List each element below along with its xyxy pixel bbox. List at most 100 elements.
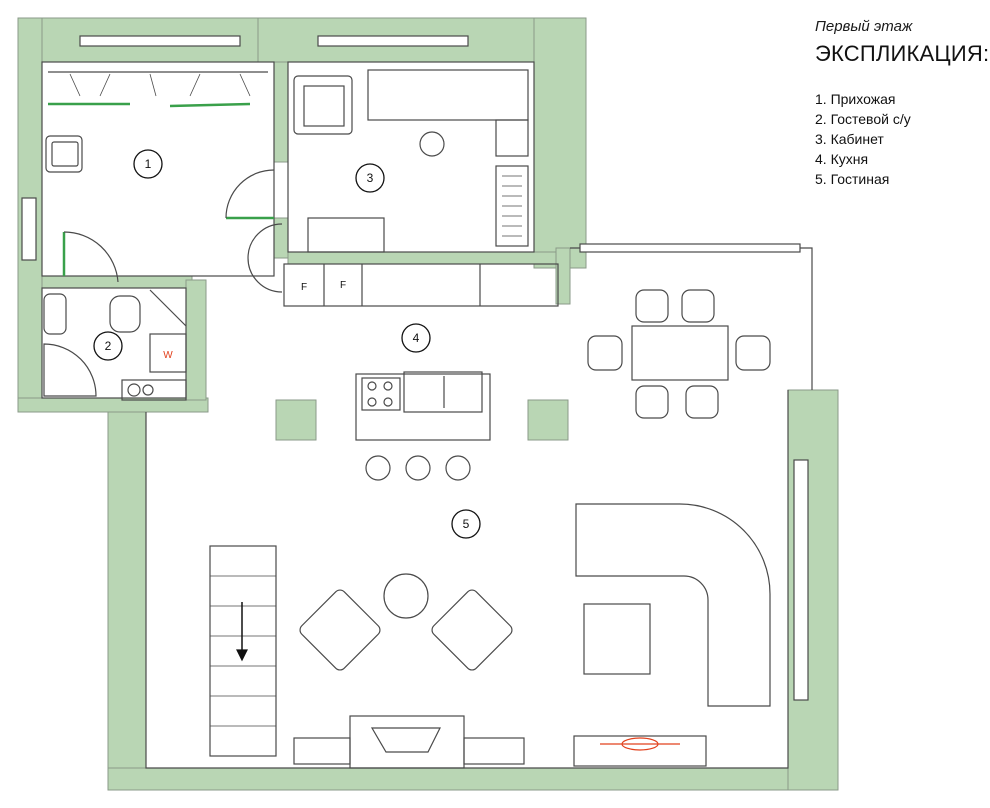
- door-swing-bath: [63, 231, 119, 283]
- burner-b: [142, 384, 154, 396]
- burner-a: [127, 383, 141, 397]
- kitchen-counter: [283, 263, 559, 307]
- room-marker-2: 2: [105, 339, 112, 353]
- boiler: [149, 333, 187, 373]
- door-swing-kitchen: [247, 223, 283, 293]
- dining-set: [587, 289, 771, 419]
- room-marker-5: 5: [463, 517, 470, 531]
- hob-burner-3: [367, 397, 377, 407]
- door-swing-office: [225, 169, 275, 219]
- boiler-label: W: [163, 350, 173, 361]
- window-3: [793, 459, 809, 701]
- entry-furniture: [45, 71, 268, 173]
- room-marker-5-circle: [451, 509, 481, 539]
- explication-legend: Первый этаж ЭКСПЛИКАЦИЯ: 1. Прихожая 2. …: [815, 18, 990, 189]
- island-sink: [403, 371, 483, 413]
- hob-burner-4: [383, 397, 393, 407]
- room-outline-office: [287, 61, 535, 253]
- stair-treads: [210, 575, 276, 727]
- lounge-chair-left: [299, 589, 381, 671]
- room-list: 1. Прихожая 2. Гостевой с/у 3. Кабинет 4…: [815, 89, 985, 189]
- kitchen-island: [355, 373, 491, 441]
- room-marker-2-circle: [93, 331, 123, 361]
- wall-line-bay: [570, 247, 813, 390]
- walls: [17, 17, 839, 791]
- toilet: [109, 295, 141, 333]
- dining-chair-2: [681, 289, 715, 323]
- bath-fixtures: [43, 289, 187, 401]
- dining-chair-5: [587, 335, 623, 371]
- shower-tray: [43, 343, 97, 397]
- armchair-entry-seat: [51, 141, 79, 167]
- office-cabinet: [307, 217, 385, 253]
- hob-burner-2: [383, 381, 393, 391]
- coffee-table-round: [383, 573, 429, 619]
- wall-bottom: [107, 767, 839, 791]
- office-furniture: [293, 69, 529, 253]
- fridge-label-2: F: [340, 280, 346, 291]
- room-marker-3: 3: [367, 171, 374, 185]
- wall-office-bottom: [287, 251, 569, 265]
- lounge-chair-right: [431, 589, 513, 671]
- wardrobe-door-2: [169, 102, 251, 108]
- bath-sink: [43, 293, 67, 335]
- office-chair: [419, 131, 445, 157]
- dining-table: [631, 325, 729, 381]
- dining-chair-6: [735, 335, 771, 371]
- window-left: [21, 197, 37, 261]
- room-marker-1-circle: [133, 149, 163, 179]
- island-hob: [361, 377, 401, 411]
- room-list-item-3: 3. Кабинет: [815, 131, 884, 147]
- wall-bath-side: [185, 279, 207, 401]
- armchair-entry: [45, 135, 83, 173]
- room-list-item-5: 5. Гостиная: [815, 171, 890, 187]
- wall-office-right: [533, 17, 587, 269]
- dining-chair-3: [635, 385, 669, 419]
- fireplace: [349, 715, 465, 769]
- tv-stand: [573, 735, 707, 767]
- office-armchair-seat: [303, 85, 345, 127]
- room-list-item-4: 4. Кухня: [815, 151, 869, 167]
- office-shelf: [495, 165, 529, 247]
- doors: [48, 102, 274, 276]
- wardrobe-hangers: [69, 73, 251, 97]
- room-marker-3-circle: [355, 163, 385, 193]
- room-marker-4: 4: [413, 331, 420, 345]
- staircase: [209, 545, 277, 757]
- living-furniture: [209, 503, 771, 769]
- room-marker-1: 1: [145, 157, 152, 171]
- wall-line-living: [145, 390, 789, 769]
- wall-kitchen-right: [555, 247, 571, 305]
- room-marker-4-circle: [401, 323, 431, 353]
- hob-burner-1: [367, 381, 377, 391]
- corner-sofa: [575, 503, 771, 707]
- window-1: [79, 35, 241, 47]
- sofa-table: [583, 603, 651, 675]
- office-desk-return: [495, 119, 529, 157]
- console-left: [293, 737, 351, 765]
- fireplace-hearth: [370, 727, 441, 753]
- office-armchair: [293, 75, 353, 135]
- floor-subtitle: Первый этаж: [815, 18, 913, 35]
- wall-partition-1: [273, 61, 289, 163]
- bar-stool-2: [405, 455, 431, 481]
- bar-stool-3: [445, 455, 471, 481]
- bath-diagonal-wall: [149, 289, 187, 327]
- dining-chair-4: [685, 385, 719, 419]
- window-bay: [579, 243, 801, 253]
- explication-title: ЭКСПЛИКАЦИЯ:: [815, 41, 990, 66]
- fridge-label-1: F: [301, 282, 307, 293]
- cooktop-strip: [121, 379, 187, 401]
- column-right: [527, 399, 569, 441]
- column-left: [275, 399, 317, 441]
- bar-stool-1: [365, 455, 391, 481]
- dining-chair-1: [635, 289, 669, 323]
- console-right: [463, 737, 525, 765]
- office-desk: [367, 69, 529, 121]
- room-markers: [93, 149, 481, 539]
- wall-lower-left: [107, 399, 147, 791]
- room-list-item-2: 2. Гостевой с/у: [815, 111, 911, 127]
- windows: [21, 35, 809, 701]
- kitchen-furniture: [283, 263, 559, 481]
